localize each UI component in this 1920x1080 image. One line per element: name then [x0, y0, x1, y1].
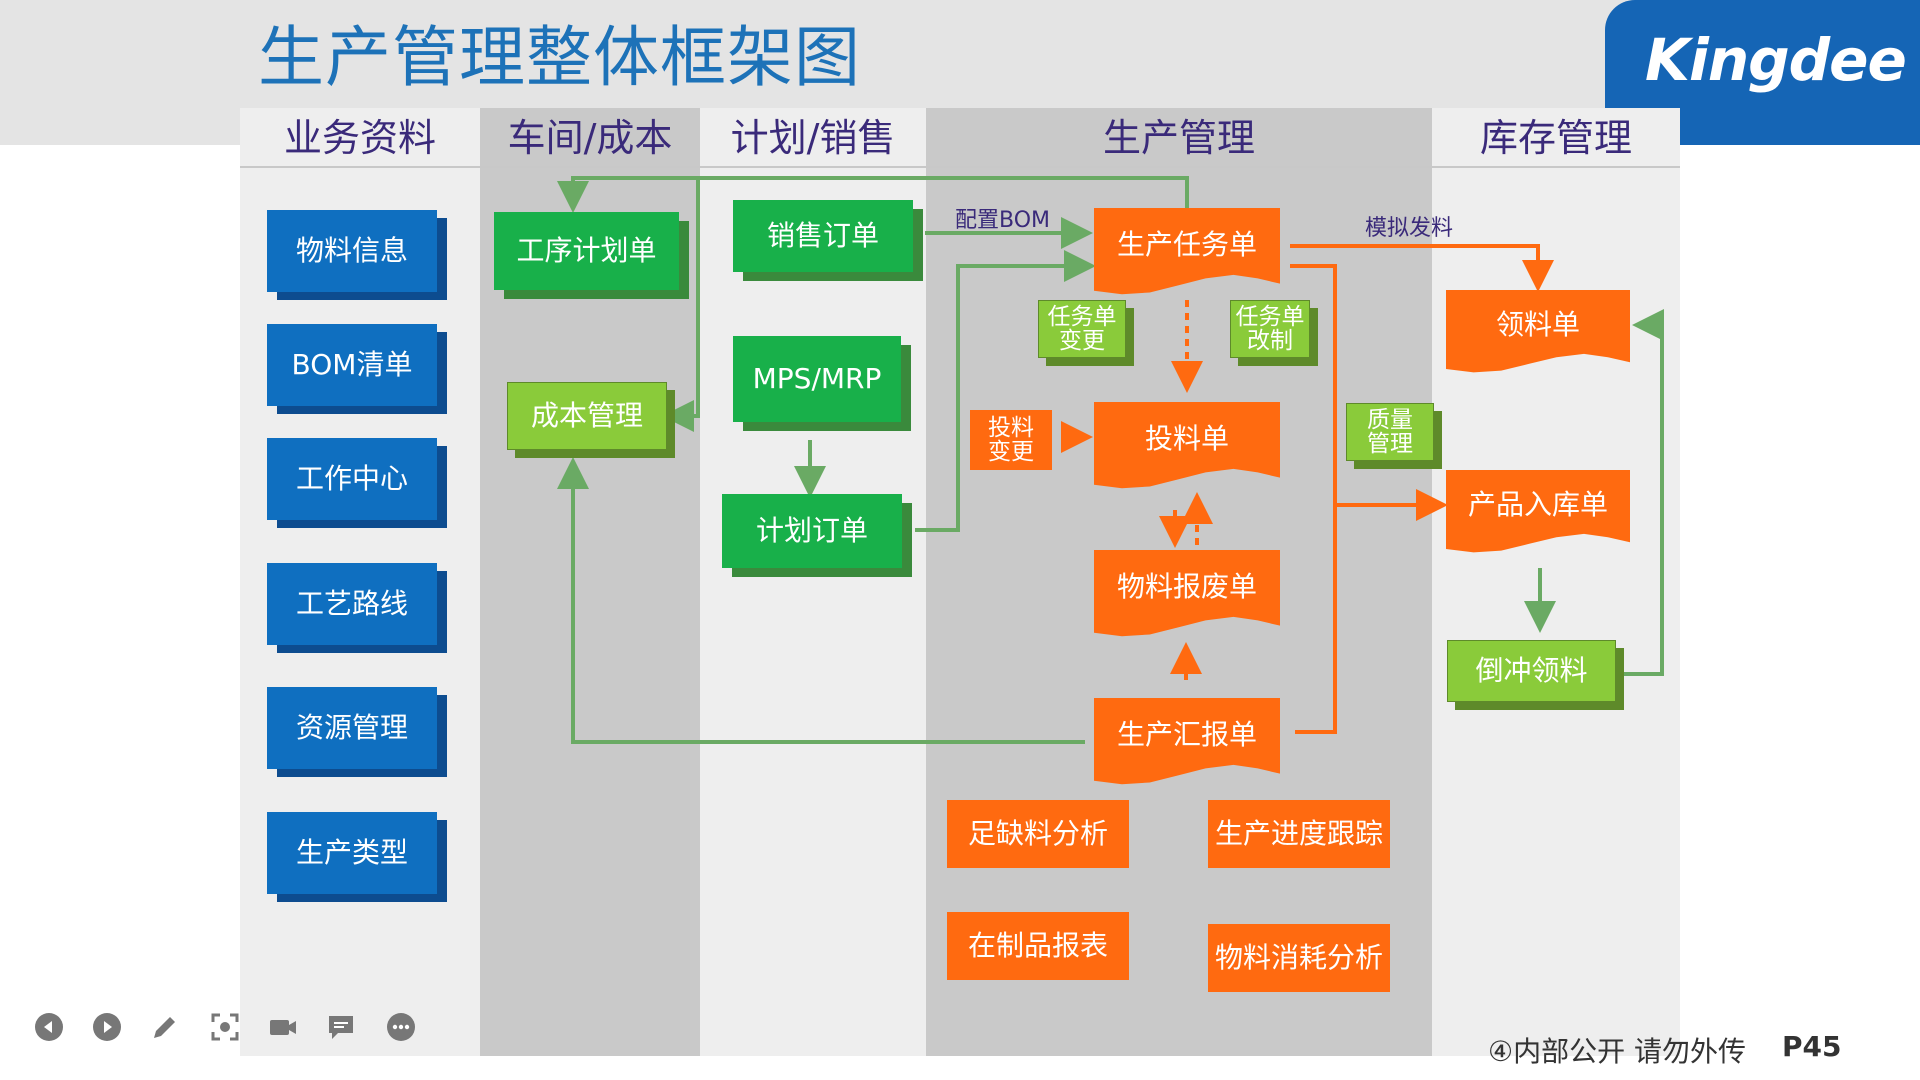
column-header-plan-sales: 计划/销售 [700, 108, 926, 168]
column-header-master-data: 业务资料 [240, 108, 480, 168]
edge-label-config-bom: 配置BOM [955, 208, 1051, 233]
focus-icon[interactable] [210, 1012, 240, 1042]
node-feed-order[interactable]: 投料单 [1094, 402, 1280, 489]
column-header-production: 生产管理 [926, 108, 1432, 168]
node-plan-order[interactable]: 计划订单 [722, 494, 902, 568]
master-data-item[interactable]: 工艺路线 [267, 563, 437, 645]
edge-label-sim-issue: 模拟发料 [1365, 216, 1454, 241]
node-mps-mrp[interactable]: MPS/MRP [733, 336, 901, 422]
node-quality-management[interactable]: 质量 管理 [1346, 403, 1434, 461]
node-shortage-analysis[interactable]: 足缺料分析 [947, 800, 1129, 868]
master-data-item[interactable]: 资源管理 [267, 687, 437, 769]
column-header-workshop-cost: 车间/成本 [480, 108, 700, 168]
master-data-item[interactable]: 生产类型 [267, 812, 437, 894]
column-header-inventory: 库存管理 [1432, 108, 1680, 168]
node-sales-order[interactable]: 销售订单 [733, 200, 913, 272]
node-task-change[interactable]: 任务单 变更 [1038, 300, 1126, 358]
node-wip-report[interactable]: 在制品报表 [947, 912, 1129, 980]
prev-icon[interactable] [34, 1012, 64, 1042]
node-backflush[interactable]: 倒冲领料 [1447, 640, 1616, 702]
node-feed-change[interactable]: 投料 变更 [970, 410, 1052, 470]
camera-icon[interactable] [268, 1012, 298, 1042]
more-icon[interactable] [386, 1012, 416, 1042]
logo-text: Kingdee [1645, 26, 1907, 94]
slide-title: 生产管理整体框架图 [258, 19, 861, 96]
node-task-revise[interactable]: 任务单 改制 [1230, 300, 1310, 358]
next-icon[interactable] [92, 1012, 122, 1042]
master-data-item[interactable]: 物料信息 [267, 210, 437, 292]
confidentiality-notice: ④内部公开 请勿外传 [1488, 1035, 1747, 1068]
node-process-plan[interactable]: 工序计划单 [494, 212, 679, 290]
column-inventory: 库存管理 [1432, 108, 1680, 1056]
pen-icon[interactable] [150, 1012, 180, 1042]
node-progress-tracking[interactable]: 生产进度跟踪 [1208, 800, 1390, 868]
node-pick-order[interactable]: 领料单 [1446, 290, 1630, 373]
master-data-item[interactable]: BOM清单 [267, 324, 437, 406]
page-number: P45 [1782, 1030, 1842, 1063]
master-data-item[interactable]: 工作中心 [267, 438, 437, 520]
node-cost-management[interactable]: 成本管理 [507, 382, 667, 450]
comment-icon[interactable] [326, 1012, 356, 1042]
node-consumption-analysis[interactable]: 物料消耗分析 [1208, 924, 1390, 992]
